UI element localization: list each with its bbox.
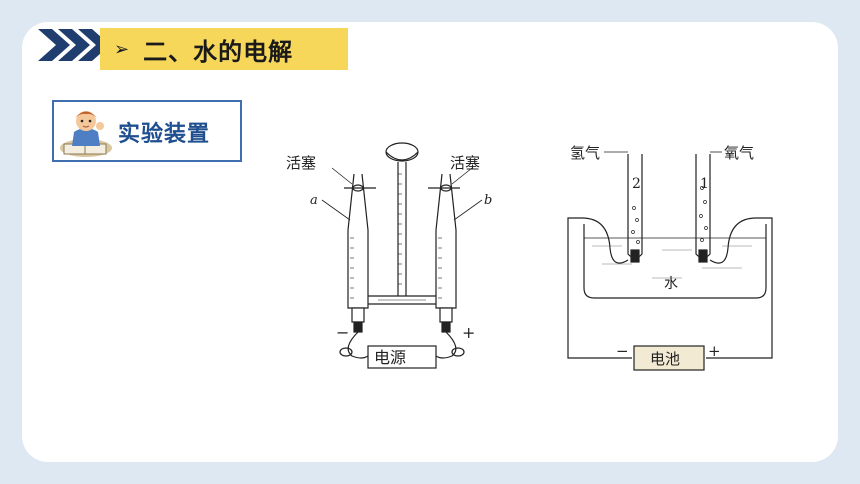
battery-label: 电池: [650, 350, 680, 368]
section-label-box: 实验装置: [52, 100, 242, 162]
tube-b-label: b: [484, 193, 492, 208]
simple-electrolysis-apparatus: [567, 151, 773, 371]
bullet-arrow-icon: ➢: [114, 38, 130, 60]
hofmann-apparatus: [321, 142, 483, 369]
tube-1-label: 1: [700, 176, 709, 192]
left-minus-label: −: [336, 323, 349, 342]
power-supply-label: 电源: [374, 348, 406, 367]
section-title: 实验装置: [118, 122, 211, 147]
left-plus-label: +: [462, 323, 475, 342]
electrolysis-diagrams: 活塞 活塞 a b − + 电源: [286, 142, 773, 371]
chevron-double-icon: [38, 29, 110, 61]
right-minus-label: −: [616, 342, 629, 360]
page-title: 二、水的电解: [143, 37, 294, 66]
page-title-bar: ➢ 二、水的电解: [100, 28, 348, 70]
content-card: [22, 22, 838, 462]
right-stopcock-label: 活塞: [450, 154, 480, 172]
reading-child-icon: [60, 111, 112, 157]
right-plus-label: +: [708, 342, 721, 360]
hydrogen-label: 氢气: [570, 144, 600, 162]
water-label: 水: [664, 276, 678, 292]
oxygen-label: 氧气: [724, 144, 754, 162]
tube-a-label: a: [310, 193, 318, 208]
left-stopcock-label: 活塞: [286, 154, 316, 172]
tube-2-label: 2: [632, 176, 641, 192]
